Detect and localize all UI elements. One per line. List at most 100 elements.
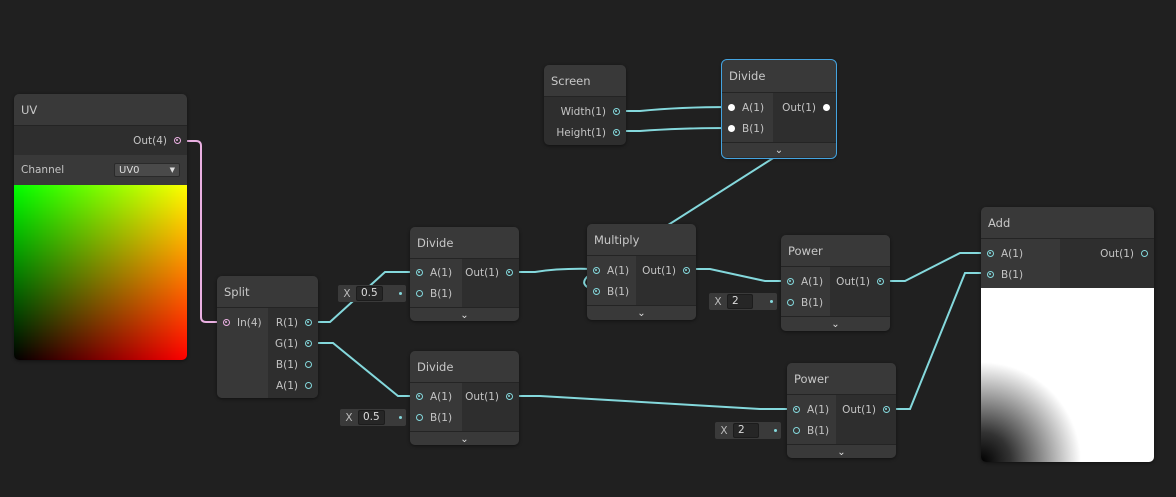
divide-node-3[interactable]: Divide A(1) B(1) Out(1) ⌄ (721, 59, 837, 159)
node-title: Screen (544, 65, 626, 97)
wire-power2-add[interactable] (889, 272, 988, 410)
divide1-b-input[interactable]: X 0.5 (338, 285, 406, 302)
power2-b-input[interactable]: X 2 (715, 422, 781, 439)
port-label: B(1) (1001, 268, 1024, 281)
output-port-icon[interactable] (683, 267, 690, 274)
divide2-b-input[interactable]: X 0.5 (340, 409, 406, 426)
output-port-icon[interactable] (506, 269, 513, 276)
port-label: Out(4) (133, 134, 167, 147)
output-port-icon[interactable] (883, 406, 890, 413)
output-port-icon[interactable] (305, 361, 312, 368)
channel-dropdown[interactable]: UV0 ▼ (114, 163, 180, 177)
screen-node[interactable]: Screen Width(1) Height(1) (544, 65, 626, 145)
port-label: A(1) (430, 266, 453, 279)
wire-multiply-power1[interactable] (690, 268, 790, 282)
port-label: B(1) (430, 287, 453, 300)
port-label: R(1) (275, 316, 298, 329)
input-port-icon[interactable] (987, 271, 994, 278)
add-node[interactable]: Add A(1) B(1) Out(1) (981, 207, 1154, 462)
chevron-down-icon: ⌄ (460, 309, 469, 321)
node-title: Divide (722, 60, 836, 93)
wire-divide1-multiply[interactable] (512, 267, 595, 273)
power-node-2[interactable]: Power A(1) B(1) Out(1) ⌄ (787, 363, 896, 458)
chevron-down-icon: ⌄ (774, 144, 784, 156)
output-port-icon[interactable] (305, 382, 312, 389)
chevron-down-icon: ⌄ (460, 433, 469, 445)
input-port-icon[interactable] (793, 406, 800, 413)
axis-label: X (720, 424, 728, 437)
port-label: B(1) (275, 358, 298, 371)
port-label: B(1) (430, 411, 453, 424)
expand-button[interactable]: ⌄ (787, 444, 896, 458)
power-node-1[interactable]: Power A(1) B(1) Out(1) ⌄ (781, 235, 890, 331)
port-label: A(1) (807, 403, 830, 416)
port-label: Out(1) (642, 264, 676, 277)
port-label: B(1) (607, 285, 630, 298)
channel-label: Channel (21, 164, 65, 176)
port-label: Out(1) (465, 266, 499, 279)
expand-button[interactable]: ⌄ (781, 316, 890, 331)
input-port-icon[interactable] (416, 414, 423, 421)
node-title: Add (981, 207, 1154, 239)
uv-preview (14, 185, 187, 360)
wire-power1-add[interactable] (883, 252, 988, 282)
input-port-icon[interactable] (728, 125, 735, 132)
output-port-icon[interactable] (823, 104, 830, 111)
wire-split-g-divide2[interactable] (313, 342, 417, 397)
axis-label: X (714, 295, 722, 308)
input-port-icon[interactable] (416, 269, 423, 276)
input-port-icon[interactable] (416, 393, 423, 400)
expand-button[interactable]: ⌄ (410, 431, 519, 445)
input-port-icon[interactable] (223, 319, 230, 326)
port-label: B(1) (742, 122, 765, 135)
output-port-icon[interactable] (174, 137, 181, 144)
port-label: Width(1) (560, 105, 606, 118)
divide-node-1[interactable]: Divide A(1) B(1) Out(1) ⌄ (410, 227, 519, 321)
uv-node[interactable]: UV Out(4) Channel UV0 ▼ (14, 94, 187, 360)
value-field[interactable]: 2 (733, 423, 759, 438)
output-port-icon[interactable] (506, 393, 513, 400)
power1-b-input[interactable]: X 2 (709, 293, 777, 310)
chevron-down-icon: ⌄ (831, 318, 840, 330)
multiply-node[interactable]: Multiply A(1) B(1) Out(1) ⌄ (587, 224, 696, 320)
wire-screen-width[interactable] (620, 106, 731, 112)
chevron-down-icon: ⌄ (837, 446, 846, 458)
divide-node-2[interactable]: Divide A(1) B(1) Out(1) ⌄ (410, 351, 519, 445)
port-label: A(1) (430, 390, 453, 403)
expand-button[interactable]: ⌄ (410, 307, 519, 321)
output-port-icon[interactable] (877, 278, 884, 285)
input-port-icon[interactable] (416, 290, 423, 297)
port-label: A(1) (275, 379, 298, 392)
input-port-icon[interactable] (728, 104, 735, 111)
wire-screen-height[interactable] (620, 127, 731, 132)
axis-label: X (343, 287, 351, 300)
value-field[interactable]: 0.5 (358, 410, 385, 425)
value-field[interactable]: 2 (727, 294, 753, 309)
expand-button[interactable]: ⌄ (587, 305, 696, 320)
input-port-icon[interactable] (593, 288, 600, 295)
port-label: Out(1) (465, 390, 499, 403)
port-label: Out(1) (842, 403, 876, 416)
wire-divide2-power2[interactable] (512, 395, 795, 410)
input-port-icon[interactable] (787, 278, 794, 285)
node-title: Power (781, 235, 890, 267)
port-label: B(1) (807, 424, 830, 437)
output-port-icon[interactable] (613, 108, 620, 115)
value-field[interactable]: 0.5 (356, 286, 383, 301)
input-port-icon[interactable] (793, 427, 800, 434)
input-port-icon[interactable] (593, 267, 600, 274)
output-port-icon[interactable] (1141, 250, 1148, 257)
node-title: UV (14, 94, 187, 126)
output-port-icon[interactable] (305, 319, 312, 326)
chevron-down-icon: ⌄ (637, 307, 646, 319)
split-node[interactable]: Split In(4) R(1) G(1) B(1) A(1) (217, 276, 318, 398)
input-port-icon[interactable] (787, 299, 794, 306)
port-label: Out(1) (836, 275, 870, 288)
output-port-icon[interactable] (305, 340, 312, 347)
output-port-icon[interactable] (613, 129, 620, 136)
add-preview (981, 288, 1154, 462)
port-label: A(1) (1001, 247, 1024, 260)
expand-button[interactable]: ⌄ (722, 142, 836, 157)
channel-value: UV0 (119, 164, 140, 176)
input-port-icon[interactable] (987, 250, 994, 257)
